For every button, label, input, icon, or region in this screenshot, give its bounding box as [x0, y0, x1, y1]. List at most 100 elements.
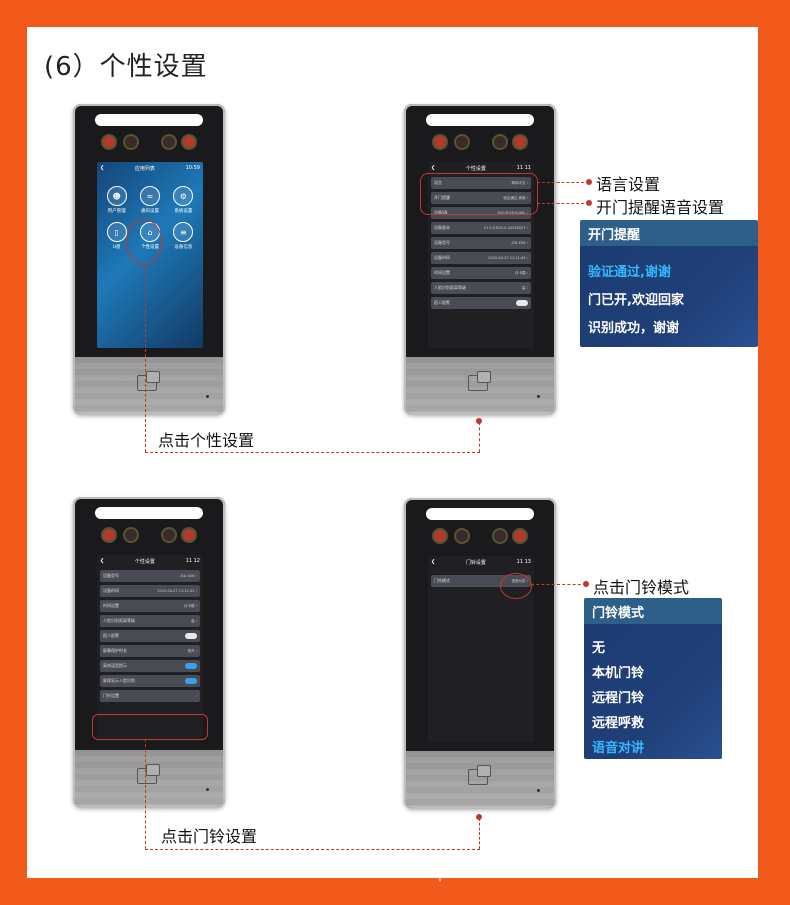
settings-row-value: 简体中文 ›	[511, 180, 528, 185]
settings-row[interactable]: 时间设置月卡模 ›	[100, 600, 200, 612]
card-reader-panel	[406, 357, 554, 412]
screen-header: ❮ 个性设置 11 12	[97, 555, 203, 567]
settings-row[interactable]: 屏保显示人脸识别	[100, 675, 200, 687]
camera-icon	[161, 527, 177, 543]
app-tile[interactable]: ⚙系统设置	[169, 186, 198, 214]
menu-option[interactable]: 无	[592, 641, 606, 656]
settings-row-label: 门铃模式	[434, 578, 450, 583]
settings-row-value: 2025-04-27 11:12:42 ›	[157, 589, 197, 593]
screen-title: 门铃设置	[465, 559, 486, 566]
camera-icon	[181, 527, 197, 543]
connector-line	[537, 182, 589, 183]
menu-option[interactable]: 验证通过,谢谢	[588, 264, 671, 280]
back-icon[interactable]: ❮	[431, 165, 436, 171]
connector-line	[479, 422, 480, 452]
app-tile[interactable]: ▯U盘	[102, 222, 131, 250]
toggle-switch[interactable]	[185, 678, 197, 684]
app-tile[interactable]: ☻用户管理	[102, 186, 131, 214]
settings-row[interactable]: 陌人报警	[100, 630, 200, 642]
usb-icon: ▯	[106, 222, 127, 242]
menu-option[interactable]: 语音对讲	[592, 741, 645, 756]
menu-option[interactable]: 本机门铃	[592, 666, 645, 681]
back-icon[interactable]: ❮	[431, 559, 436, 565]
section-title: (6）个性设置	[44, 52, 208, 82]
settings-row-value: 月卡模 ›	[183, 603, 197, 608]
screen-title: 应用列表	[134, 165, 155, 172]
app-tile-label: 通讯设置	[140, 209, 159, 214]
settings-row[interactable]: 设备时间 2025-04-27 11:11:42 ›	[431, 252, 531, 264]
settings-row-value: ›	[195, 694, 197, 698]
settings-row[interactable]: 陌人报警	[431, 297, 531, 309]
screen-header: ❮ 应用列表 10:59	[97, 162, 203, 174]
clock: 11 13	[516, 559, 531, 565]
door-reminder-title: 开门提醒	[580, 220, 758, 246]
settings-row-value: JSD-K06 ›	[511, 241, 528, 245]
highlight-ring-personal	[126, 219, 162, 265]
fill-light	[426, 508, 534, 520]
settings-row-label: 开门提醒	[434, 195, 450, 200]
settings-row[interactable]: 屏幕保护时长 常开 ›	[100, 645, 200, 657]
back-icon[interactable]: ❮	[100, 165, 105, 171]
doorbell-mode-title: 门铃模式	[584, 598, 722, 624]
connector-dot	[586, 200, 592, 206]
clock: 11 11	[516, 165, 531, 171]
fill-light	[95, 114, 203, 126]
camera-icon	[512, 134, 528, 150]
settings-row-value: 高 ›	[521, 285, 528, 290]
settings-row-label: 屏保显示人脸识别	[103, 678, 135, 683]
camera-icon	[101, 527, 117, 543]
settings-row-label: 设备SN	[434, 210, 448, 215]
screen-header: ❮ 个性设置 11 11	[428, 162, 534, 174]
personal-settings-screen: ❮ 个性设置 11 11 语言 简体中文 › 开门提醒 验证通过,谢谢 › 设备SN 60…	[428, 162, 534, 348]
settings-row[interactable]: 语言 简体中文 ›	[431, 177, 531, 189]
nfc-card-icon	[468, 371, 491, 391]
settings-row[interactable]: 开门提醒 验证通过,谢谢 ›	[431, 192, 531, 204]
screen-title: 个性设置	[465, 165, 486, 172]
settings-row[interactable]: 设备SN 60G3F4300-86L ›	[431, 207, 531, 219]
settings-row[interactable]: 门铃设置 ›	[100, 690, 200, 702]
menu-option[interactable]: 远程呼救	[592, 716, 645, 731]
settings-row[interactable]: 人脸识别距离等级高 ›	[431, 282, 531, 294]
menu-option[interactable]: 识别成功，谢谢	[588, 320, 680, 336]
connector-line	[145, 849, 480, 850]
settings-row[interactable]: 离线语音提示	[100, 660, 200, 672]
toggle-switch[interactable]	[185, 663, 197, 669]
settings-row-value: V1.5.0.R24-0-20250527 ›	[483, 226, 528, 230]
nfc-card-icon	[137, 764, 160, 784]
menu-option[interactable]: 远程门铃	[592, 691, 645, 706]
settings-row[interactable]: 时间设置月卡模 ›	[431, 267, 531, 279]
settings-row-value: 验证通过,谢谢 ›	[503, 195, 528, 200]
settings-row-value: 60G3F4300-86L ›	[497, 211, 529, 215]
settings-row-label: 时间设置	[434, 270, 450, 275]
settings-row-value: 常开 ›	[187, 648, 197, 653]
settings-row-value: 2025-04-27 11:11:42 ›	[488, 256, 528, 260]
highlight-ring-language	[420, 173, 538, 215]
fill-light	[426, 114, 534, 126]
camera-icon	[512, 528, 528, 544]
settings-row-label: 设备时间	[434, 255, 450, 260]
connector-dot	[583, 581, 589, 587]
settings-row-label: 语言	[434, 180, 442, 185]
toggle-switch[interactable]	[185, 633, 197, 639]
label-language-setting: 语言设置	[596, 175, 661, 194]
toggle-switch[interactable]	[516, 300, 528, 306]
camera-icon	[161, 134, 177, 150]
app-tile[interactable]: ≈通讯设置	[135, 186, 164, 214]
camera-icon	[454, 134, 470, 150]
menu-option[interactable]: 门已开,欢迎回家	[588, 292, 684, 308]
settings-row-label: 屏幕保护时长	[103, 648, 127, 653]
app-tile[interactable]: ≡设备信息	[169, 222, 198, 250]
connector-line	[479, 818, 480, 849]
settings-row-label: 陌人报警	[103, 633, 119, 638]
back-icon[interactable]: ❮	[100, 558, 105, 564]
card-reader-panel	[75, 750, 223, 805]
label-click-doorbell-mode: 点击门铃模式	[593, 578, 690, 597]
settings-row-value: 高 ›	[190, 618, 197, 623]
settings-row[interactable]: 人脸识别距离等级高 ›	[100, 615, 200, 627]
info-icon: ≡	[173, 222, 194, 242]
